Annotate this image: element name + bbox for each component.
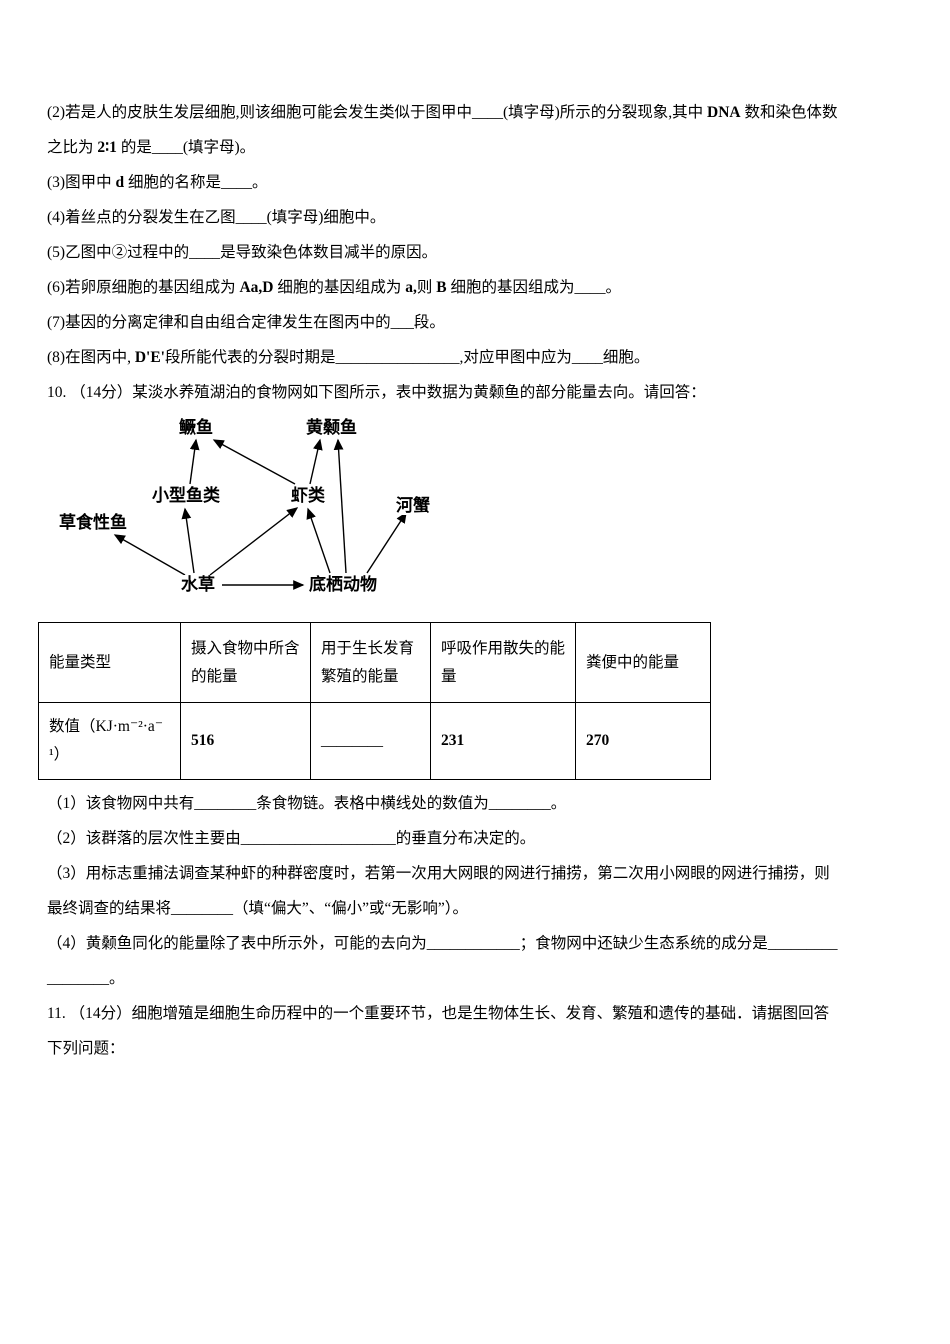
arrow-xiaoxingyulei-to-guiyu xyxy=(189,438,200,485)
text-segment: （1）该食物网中共有________条食物链。表格中横线处的数值为_______… xyxy=(47,795,567,812)
text-segment: (7)基因的分离定律和自由组合定律发生在图丙中的___段。 xyxy=(47,314,445,331)
q9-sub2-line1: (2)若是人的皮肤生发层细胞,则该细胞可能会发生类似于图甲中____(填字母)所… xyxy=(47,95,910,130)
food-web-node-xiaoxingyulei: 小型鱼类 xyxy=(151,486,221,505)
food-web-diagram: 鳜鱼 黄颡鱼 小型鱼类 虾类 河蟹 草食性鱼 水草 底栖动物 xyxy=(47,414,527,610)
text-segment: a, xyxy=(405,279,417,296)
q10-sub4-line1: （4）黄颡鱼同化的能量除了表中所示外，可能的去向为____________；食物… xyxy=(47,926,910,961)
header-feces: 粪便中的能量 xyxy=(575,622,711,703)
q9-sub6: (6)若卵原细胞的基因组成为 Aa,D 细胞的基因组成为 a,则 B 细胞的基因… xyxy=(47,270,910,305)
text-segment: （2）该群落的层次性主要由____________________的垂直分布决定… xyxy=(47,830,536,847)
food-web-node-shuicao: 水草 xyxy=(180,575,216,594)
arrow-dixidongwu-to-huangsangyu xyxy=(333,438,347,574)
text-segment: B xyxy=(436,279,447,296)
arrow-dixidongwu-to-hexie xyxy=(366,511,407,574)
q10-intro: 10. （14分）某淡水养殖湖泊的食物网如下图所示，表中数据为黄颡鱼的部分能量去… xyxy=(47,375,910,410)
q9-sub4: (4)着丝点的分裂发生在乙图____(填字母)细胞中。 xyxy=(47,200,910,235)
text-segment: d xyxy=(115,174,125,191)
q9-sub7: (7)基因的分离定律和自由组合定律发生在图丙中的___段。 xyxy=(47,305,910,340)
text-segment: (4)着丝点的分裂发生在乙图____(填字母)细胞中。 xyxy=(47,209,386,226)
header-intake: 摄入食物中所含的能量 xyxy=(180,622,311,703)
food-web-node-guiyu: 鳜鱼 xyxy=(178,418,214,437)
q10-sub4-line2: ________。 xyxy=(47,961,910,996)
value-intake: 516 xyxy=(180,702,311,780)
value-growth-blank: ________ xyxy=(310,702,431,780)
text-segment: (3)图甲中 xyxy=(47,174,116,191)
arrow-shuicao-to-xialei xyxy=(209,507,299,576)
text-segment: (2)若是人的皮肤生发层细胞,则该细胞可能会发生类似于图甲中____(填字母)所… xyxy=(47,104,708,121)
text-segment: 数和染色体数 xyxy=(740,104,838,121)
text-segment: Aa,D xyxy=(239,279,274,296)
text-segment: 的是____(填字母)。 xyxy=(116,139,256,156)
header-respiration: 呼吸作用散失的能量 xyxy=(430,622,576,703)
energy-table-header-row: 能量类型 摄入食物中所含的能量 用于生长发育繁殖的能量 呼吸作用散失的能量 粪便… xyxy=(38,622,711,703)
food-web-node-hexie: 河蟹 xyxy=(395,496,431,515)
energy-table-value-row: 数值（KJ·m⁻²·a⁻¹） 516 ________ 231 270 xyxy=(38,702,711,780)
energy-table: 能量类型 摄入食物中所含的能量 用于生长发育繁殖的能量 呼吸作用散失的能量 粪便… xyxy=(38,622,711,780)
q9-sub5: (5)乙图中②过程中的____是导致染色体数目减半的原因。 xyxy=(47,235,910,270)
food-web-node-xialei: 虾类 xyxy=(290,486,326,505)
header-growth: 用于生长发育繁殖的能量 xyxy=(310,622,431,703)
text-segment: （4）黄颡鱼同化的能量除了表中所示外，可能的去向为____________；食物… xyxy=(47,935,838,952)
value-feces: 270 xyxy=(575,702,711,780)
text-segment: (6)若卵原细胞的基因组成为 xyxy=(47,279,240,296)
text-segment: 下列问题： xyxy=(47,1040,125,1057)
q10-sub1: （1）该食物网中共有________条食物链。表格中横线处的数值为_______… xyxy=(47,786,910,821)
q11-line2: 下列问题： xyxy=(47,1031,910,1066)
text-segment: 11. （14分）细胞增殖是细胞生命历程中的一个重要环节，也是生物体生长、发育、… xyxy=(47,1005,830,1022)
text-segment: 10. （14分）某淡水养殖湖泊的食物网如下图所示，表中数据为黄颡鱼的部分能量去… xyxy=(47,384,706,401)
text-segment: 2∶1 xyxy=(97,139,117,156)
q10-sub3-line2: 最终调查的结果将________（填“偏大”、“偏小”或“无影响”）。 xyxy=(47,891,910,926)
text-segment: ________。 xyxy=(47,970,125,987)
text-segment: 段所能代表的分裂时期是________________,对应甲图中应为____细… xyxy=(164,349,650,366)
q10-sub3-line1: （3）用标志重捕法调查某种虾的种群密度时，若第一次用大网眼的网进行捕捞，第二次用… xyxy=(47,856,910,891)
arrow-shuicao-to-xiaoxingyulei xyxy=(181,507,195,574)
q9-sub3: (3)图甲中 d 细胞的名称是____。 xyxy=(47,165,910,200)
value-row-label: 数值（KJ·m⁻²·a⁻¹） xyxy=(38,702,181,780)
arrow-xialei-to-huangsangyu xyxy=(309,438,323,485)
arrow-shuicao-to-caoshixingyu xyxy=(113,534,186,576)
food-web-node-caoshixingyu: 草食性鱼 xyxy=(58,513,128,532)
text-segment: (8)在图丙中, xyxy=(47,349,135,366)
text-segment: 最终调查的结果将________（填“偏大”、“偏小”或“无影响”）。 xyxy=(47,900,469,917)
food-web-node-huangsangyu: 黄颡鱼 xyxy=(305,418,358,437)
text-segment: (5)乙图中②过程中的____是导致染色体数目减半的原因。 xyxy=(47,244,438,261)
arrow-xialei-to-guiyu xyxy=(212,439,296,485)
text-segment: D'E' xyxy=(134,349,165,366)
food-web-arrows xyxy=(113,438,407,590)
food-web-node-dixidongwu: 底栖动物 xyxy=(308,575,378,594)
text-segment: 细胞的名称是____。 xyxy=(124,174,268,191)
arrow-dixidongwu-to-xialei xyxy=(306,507,331,574)
text-segment: 之比为 xyxy=(47,139,98,156)
header-energy-type: 能量类型 xyxy=(38,622,181,703)
value-respiration: 231 xyxy=(430,702,576,780)
text-segment: DNA xyxy=(707,104,741,121)
q9-sub8: (8)在图丙中, D'E'段所能代表的分裂时期是________________… xyxy=(47,340,910,375)
q10-sub2: （2）该群落的层次性主要由____________________的垂直分布决定… xyxy=(47,821,910,856)
text-segment: 细胞的基因组成为 xyxy=(273,279,406,296)
exam-page: (2)若是人的皮肤生发层细胞,则该细胞可能会发生类似于图甲中____(填字母)所… xyxy=(38,95,910,1066)
q11-line1: 11. （14分）细胞增殖是细胞生命历程中的一个重要环节，也是生物体生长、发育、… xyxy=(47,996,910,1031)
text-segment: 则 xyxy=(416,279,437,296)
q9-sub2-line2: 之比为 2∶1 的是____(填字母)。 xyxy=(47,130,910,165)
text-segment: 细胞的基因组成为____。 xyxy=(446,279,621,296)
text-segment: （3）用标志重捕法调查某种虾的种群密度时，若第一次用大网眼的网进行捕捞，第二次用… xyxy=(47,865,830,882)
